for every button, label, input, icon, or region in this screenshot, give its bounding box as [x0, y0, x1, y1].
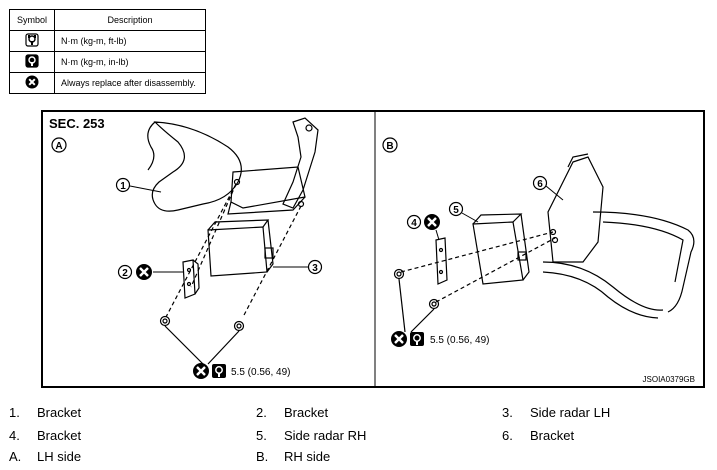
- description-column-header: Description: [54, 9, 206, 31]
- legend-text: Side radar LH: [530, 405, 611, 420]
- torque-wrench-icon: [9, 30, 55, 52]
- table-cell-description: N·m (kg-m, ft-lb): [54, 30, 206, 52]
- table-row: Always replace after disassembly.: [9, 72, 206, 94]
- legend-text: RH side: [284, 449, 331, 464]
- callout-3: 3: [273, 259, 323, 275]
- legend-number: 6.: [502, 428, 513, 443]
- table-row: N·m (kg-m, ft-lb): [9, 30, 206, 52]
- legend-text: Bracket: [530, 428, 575, 443]
- svg-text:A: A: [55, 141, 62, 152]
- torque-wrench-filled-icon: [9, 51, 55, 73]
- legend-text: Bracket: [37, 405, 82, 420]
- legend-number: 2.: [256, 405, 267, 420]
- legend-number: A.: [9, 449, 22, 464]
- svg-text:4: 4: [411, 218, 417, 229]
- legend-number: 5.: [256, 428, 267, 443]
- torque-note-a: 5.5 (0.56, 49): [191, 361, 290, 381]
- svg-text:5.5 (0.56, 49): 5.5 (0.56, 49): [231, 367, 290, 378]
- figure-canvas: SEC. 253 A: [49, 112, 695, 386]
- figure-id: JSOIA0379GB: [643, 375, 695, 384]
- symbol-column-header: Symbol: [9, 9, 55, 31]
- legend-number: 3.: [502, 405, 513, 420]
- callout-4: 4: [406, 212, 442, 241]
- always-replace-icon: [9, 72, 55, 94]
- view-b-marker: B: [382, 137, 398, 153]
- lh-side-assembly: [147, 117, 319, 365]
- section-label: SEC. 253: [49, 116, 105, 131]
- callout-2: 2: [117, 262, 183, 282]
- svg-text:1: 1: [120, 181, 126, 192]
- svg-text:3: 3: [312, 263, 318, 274]
- table-cell-description: N·m (kg-m, in-lb): [54, 51, 206, 73]
- svg-text:B: B: [386, 141, 393, 152]
- table-row: N·m (kg-m, in-lb): [9, 51, 206, 73]
- view-a-marker: A: [51, 137, 67, 153]
- legend-number: 4.: [9, 428, 20, 443]
- legend-number: B.: [256, 449, 269, 464]
- callout-6: 6: [532, 175, 564, 201]
- svg-text:2: 2: [122, 268, 128, 279]
- symbol-table: Symbol Description N·m (kg-m, ft-lb) N·m…: [9, 9, 206, 94]
- legend-text: Side radar RH: [284, 428, 367, 443]
- rh-side-assembly: [393, 153, 695, 333]
- svg-text:6: 6: [537, 179, 543, 190]
- legend-text: Bracket: [37, 428, 82, 443]
- table-header-row: Symbol Description: [9, 9, 206, 31]
- exploded-view-figure: SEC. 253 A: [41, 110, 705, 388]
- legend-text: LH side: [37, 449, 82, 464]
- legend-text: Bracket: [284, 405, 329, 420]
- svg-text:5.5 (0.56, 49): 5.5 (0.56, 49): [430, 335, 489, 346]
- svg-text:5: 5: [453, 205, 459, 216]
- torque-note-b: 5.5 (0.56, 49): [389, 329, 489, 349]
- table-cell-description: Always replace after disassembly.: [54, 72, 206, 94]
- callout-5: 5: [448, 201, 479, 223]
- callout-1: 1: [115, 177, 162, 193]
- legend-number: 1.: [9, 405, 20, 420]
